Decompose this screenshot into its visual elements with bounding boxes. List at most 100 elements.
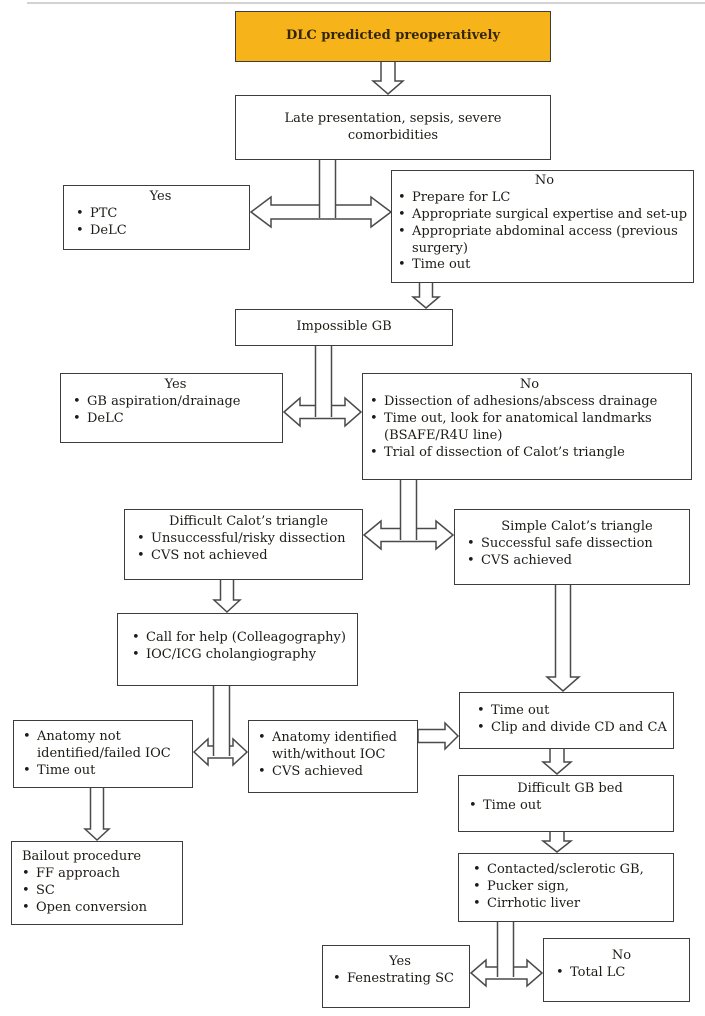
- bullet-dot: [132, 647, 146, 664]
- arrow-gbbed-to-contracted: [540, 830, 574, 853]
- bullet-dot: [477, 720, 491, 737]
- bullet-item: Call for help (Colleagography): [132, 630, 355, 647]
- bullet-item: PTC: [76, 206, 245, 223]
- node-yes-gb-aspiration: Yes GB aspiration/drainage DeLC: [60, 373, 283, 443]
- stem-callhelp: [212, 685, 231, 756]
- node-simple-calot: Simple Calot’s triangle Successful safe …: [454, 509, 690, 585]
- bullet-dot: [398, 190, 412, 207]
- bullet-item: Total LC: [556, 965, 687, 982]
- bullet-item: IOC/ICG cholangiography: [132, 647, 355, 664]
- bullet-item: Fenestrating SC: [333, 971, 467, 988]
- bullet-dot: [76, 223, 90, 240]
- node-no1-title: No: [534, 173, 555, 188]
- node-gb-bed-title: Difficult GB bed: [517, 781, 623, 796]
- node-no3-title: No: [611, 948, 632, 963]
- bullet-item: DeLC: [73, 411, 278, 428]
- bullet-dot: [23, 763, 37, 780]
- stem-no2-fill: [401, 479, 416, 540]
- node-impossible-gb: Impossible GB: [235, 309, 453, 346]
- bullet-item: Time out: [477, 703, 671, 720]
- bullet-item: DeLC: [76, 223, 245, 240]
- node-contracted-gb: Contacted/sclerotic GB, Pucker sign, Cir…: [458, 853, 674, 922]
- node-anatomy-identified: Anatomy identified with/without IOC CVS …: [248, 720, 418, 793]
- node-late-title: Late presentation, sepsis, severe comorb…: [284, 110, 502, 143]
- bullet-item: Cirrhotic liver: [473, 896, 671, 913]
- node-bailout-procedure: Bailout procedure FF approach SC Open co…: [11, 841, 183, 925]
- node-difficult-gb-bed: Difficult GB bed Time out: [458, 775, 674, 832]
- bullet-dot: [473, 862, 487, 879]
- node-no2-title: No: [519, 377, 540, 392]
- bullet-item: Anatomy not identified/failed IOC: [23, 729, 190, 763]
- bullet-dot: [137, 531, 151, 548]
- bullet-item: Time out, look for anatomical landmarks …: [370, 411, 689, 445]
- bullet-item: Appropriate surgical expertise and set-u…: [398, 207, 691, 224]
- bullet-dot: [473, 879, 487, 896]
- node-yes1-title: Yes: [149, 189, 172, 204]
- node-bailout-title: Bailout procedure: [22, 849, 142, 864]
- node-no-total-lc: No Total LC: [543, 938, 690, 1002]
- arrow-no1-to-impossible: [410, 281, 442, 309]
- node-impossible-title: Impossible GB: [296, 319, 392, 335]
- stem-late-fill: [320, 160, 335, 218]
- stem-callhelp-fill: [214, 685, 229, 756]
- bullet-item: Trial of dissection of Calot’s triangle: [370, 445, 689, 462]
- bullet-dot: [370, 411, 384, 428]
- node-yes3-title: Yes: [389, 954, 411, 969]
- stem-no2: [399, 479, 418, 540]
- bullet-item: Prepare for LC: [398, 190, 691, 207]
- node-difficult-calot-title: Difficult Calot’s triangle: [169, 514, 328, 529]
- bullet-item: Dissection of adhesions/abscess drainage: [370, 394, 689, 411]
- stem-late: [318, 160, 337, 218]
- bullet-dot: [23, 729, 37, 746]
- node-yes-ptc: Yes PTC DeLC: [63, 185, 250, 250]
- bullet-item: CVS achieved: [467, 553, 687, 570]
- bullet-dot: [73, 394, 87, 411]
- bullet-item: Time out: [398, 257, 691, 274]
- bullet-item: Time out: [469, 798, 671, 815]
- node-start: DLC predicted preoperatively: [235, 11, 551, 62]
- bullet-item: CVS not achieved: [137, 548, 360, 565]
- bullet-item: Clip and divide CD and CA: [477, 720, 671, 737]
- bullet-item: Open conversion: [22, 900, 180, 917]
- bullet-item: Pucker sign,: [473, 879, 671, 896]
- bullet-dot: [22, 866, 36, 883]
- node-start-title: DLC predicted preoperatively: [285, 28, 501, 44]
- bullet-dot: [467, 553, 481, 570]
- arrow-difficultcalot-to-callhelp: [212, 578, 242, 614]
- bullet-dot: [73, 411, 87, 428]
- node-late-presentation: Late presentation, sepsis, severe comorb…: [235, 95, 551, 160]
- bullet-dot: [137, 548, 151, 565]
- bullet-dot: [258, 764, 272, 781]
- stem-contracted: [496, 921, 515, 977]
- bullet-dot: [467, 536, 481, 553]
- bullet-item: FF approach: [22, 866, 180, 883]
- bullet-dot: [22, 883, 36, 900]
- bullet-item: Appropriate abdominal access (previous s…: [398, 224, 691, 258]
- bullet-dot: [132, 630, 146, 647]
- bullet-item: Unsuccessful/risky dissection: [137, 531, 360, 548]
- bullet-dot: [258, 730, 272, 747]
- node-yes2-title: Yes: [164, 377, 187, 392]
- bullet-item: SC: [22, 883, 180, 900]
- node-simple-calot-title: Simple Calot’s triangle: [501, 519, 653, 534]
- top-divider-line: [27, 2, 705, 4]
- bullet-item: Successful safe dissection: [467, 536, 687, 553]
- bullet-item: Time out: [23, 763, 190, 780]
- bullet-dot: [469, 798, 483, 815]
- node-yes-fenestrating-sc: Yes Fenestrating SC: [322, 945, 470, 1008]
- bullet-item: GB aspiration/drainage: [73, 394, 278, 411]
- arrow-start-to-late: [370, 60, 406, 95]
- bullet-item: CVS achieved: [258, 764, 415, 781]
- arrow-anatomyyes-to-timeoutclip: [417, 721, 460, 751]
- node-timeout-clip: Time out Clip and divide CD and CA: [459, 692, 674, 749]
- bullet-dot: [473, 896, 487, 913]
- bullet-dot: [556, 965, 570, 982]
- bullet-dot: [477, 703, 491, 720]
- node-no-prepare-lc: No Prepare for LC Appropriate surgical e…: [391, 170, 694, 283]
- node-call-for-help: Call for help (Colleagography) IOC/ICG c…: [117, 613, 358, 686]
- bullet-dot: [398, 224, 412, 241]
- node-anatomy-not-identified: Anatomy not identified/failed IOC Time o…: [13, 720, 193, 788]
- bullet-dot: [398, 207, 412, 224]
- arrow-simplecalot-to-timeoutclip: [545, 583, 581, 692]
